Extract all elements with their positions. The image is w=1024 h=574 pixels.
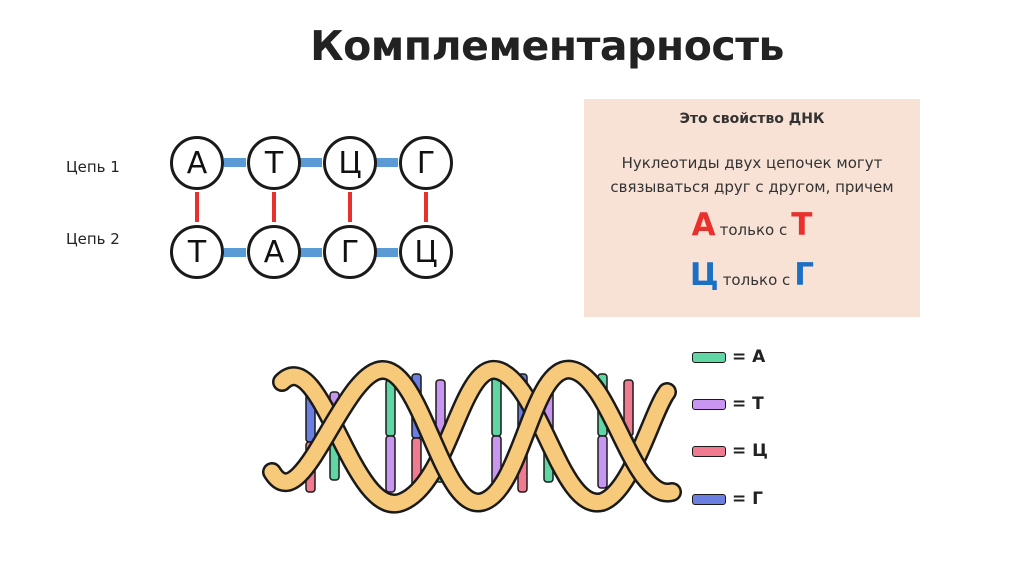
legend-swatch — [692, 494, 726, 505]
chain-1-nucleotide: Г — [399, 136, 453, 190]
legend-swatch — [692, 446, 726, 457]
info-text-line: Нуклеотиды двух цепочек могут — [590, 151, 914, 175]
rule-a-letter: А — [692, 207, 716, 243]
info-text: Нуклеотиды двух цепочек могут связыватьс… — [584, 151, 920, 199]
chain-2-label: Цепь 2 — [66, 230, 120, 248]
rule-a-t: А только с Т — [584, 207, 920, 249]
chain-2-link — [376, 248, 398, 257]
rule-c-letter: Ц — [690, 257, 719, 293]
rule-c-middle: только с — [723, 271, 791, 289]
chain-1-nucleotide: Ц — [323, 136, 377, 190]
legend-swatch — [692, 352, 726, 363]
legend-label: = А — [732, 347, 765, 367]
chain-1-link — [300, 158, 322, 167]
info-text-line: связываться друг с другом, причем — [590, 175, 914, 199]
pair-bond — [424, 192, 428, 222]
chain-2-link — [300, 248, 322, 257]
chain-1-link — [376, 158, 398, 167]
info-box: Это свойство ДНК Нуклеотиды двух цепочек… — [584, 99, 920, 317]
chain-1-link — [224, 158, 246, 167]
dna-helix-illustration — [262, 352, 682, 522]
chain-2-nucleotide: Г — [323, 225, 377, 279]
chain-1-label: Цепь 1 — [66, 158, 120, 176]
legend-swatch — [692, 399, 726, 410]
helix-strands — [272, 370, 672, 504]
chain-1-nucleotide: Т — [247, 136, 301, 190]
chain-2-nucleotide: А — [247, 225, 301, 279]
page-title: Комплементарность — [0, 22, 1024, 70]
chain-2-nucleotide: Ц — [399, 225, 453, 279]
chain-2-nucleotide: Т — [170, 225, 224, 279]
rule-a-middle: только с — [720, 221, 788, 239]
rule-g-letter: Г — [794, 257, 814, 293]
rule-c-g: Ц только с Г — [584, 257, 920, 299]
chain-1-nucleotide: А — [170, 136, 224, 190]
pair-bond — [195, 192, 199, 222]
chain-2-link — [224, 248, 246, 257]
pair-bond — [348, 192, 352, 222]
info-title: Это свойство ДНК — [584, 111, 920, 127]
legend-label: = Г — [732, 489, 763, 509]
legend-label: = Ц — [732, 441, 768, 461]
legend-label: = Т — [732, 394, 764, 414]
pair-bond — [272, 192, 276, 222]
legend-item-a: = А — [692, 344, 765, 370]
legend-item-t: = Т — [692, 391, 764, 417]
legend-item-g: = Г — [692, 486, 763, 512]
rule-t-letter: Т — [791, 207, 812, 243]
legend-item-c: = Ц — [692, 438, 768, 464]
